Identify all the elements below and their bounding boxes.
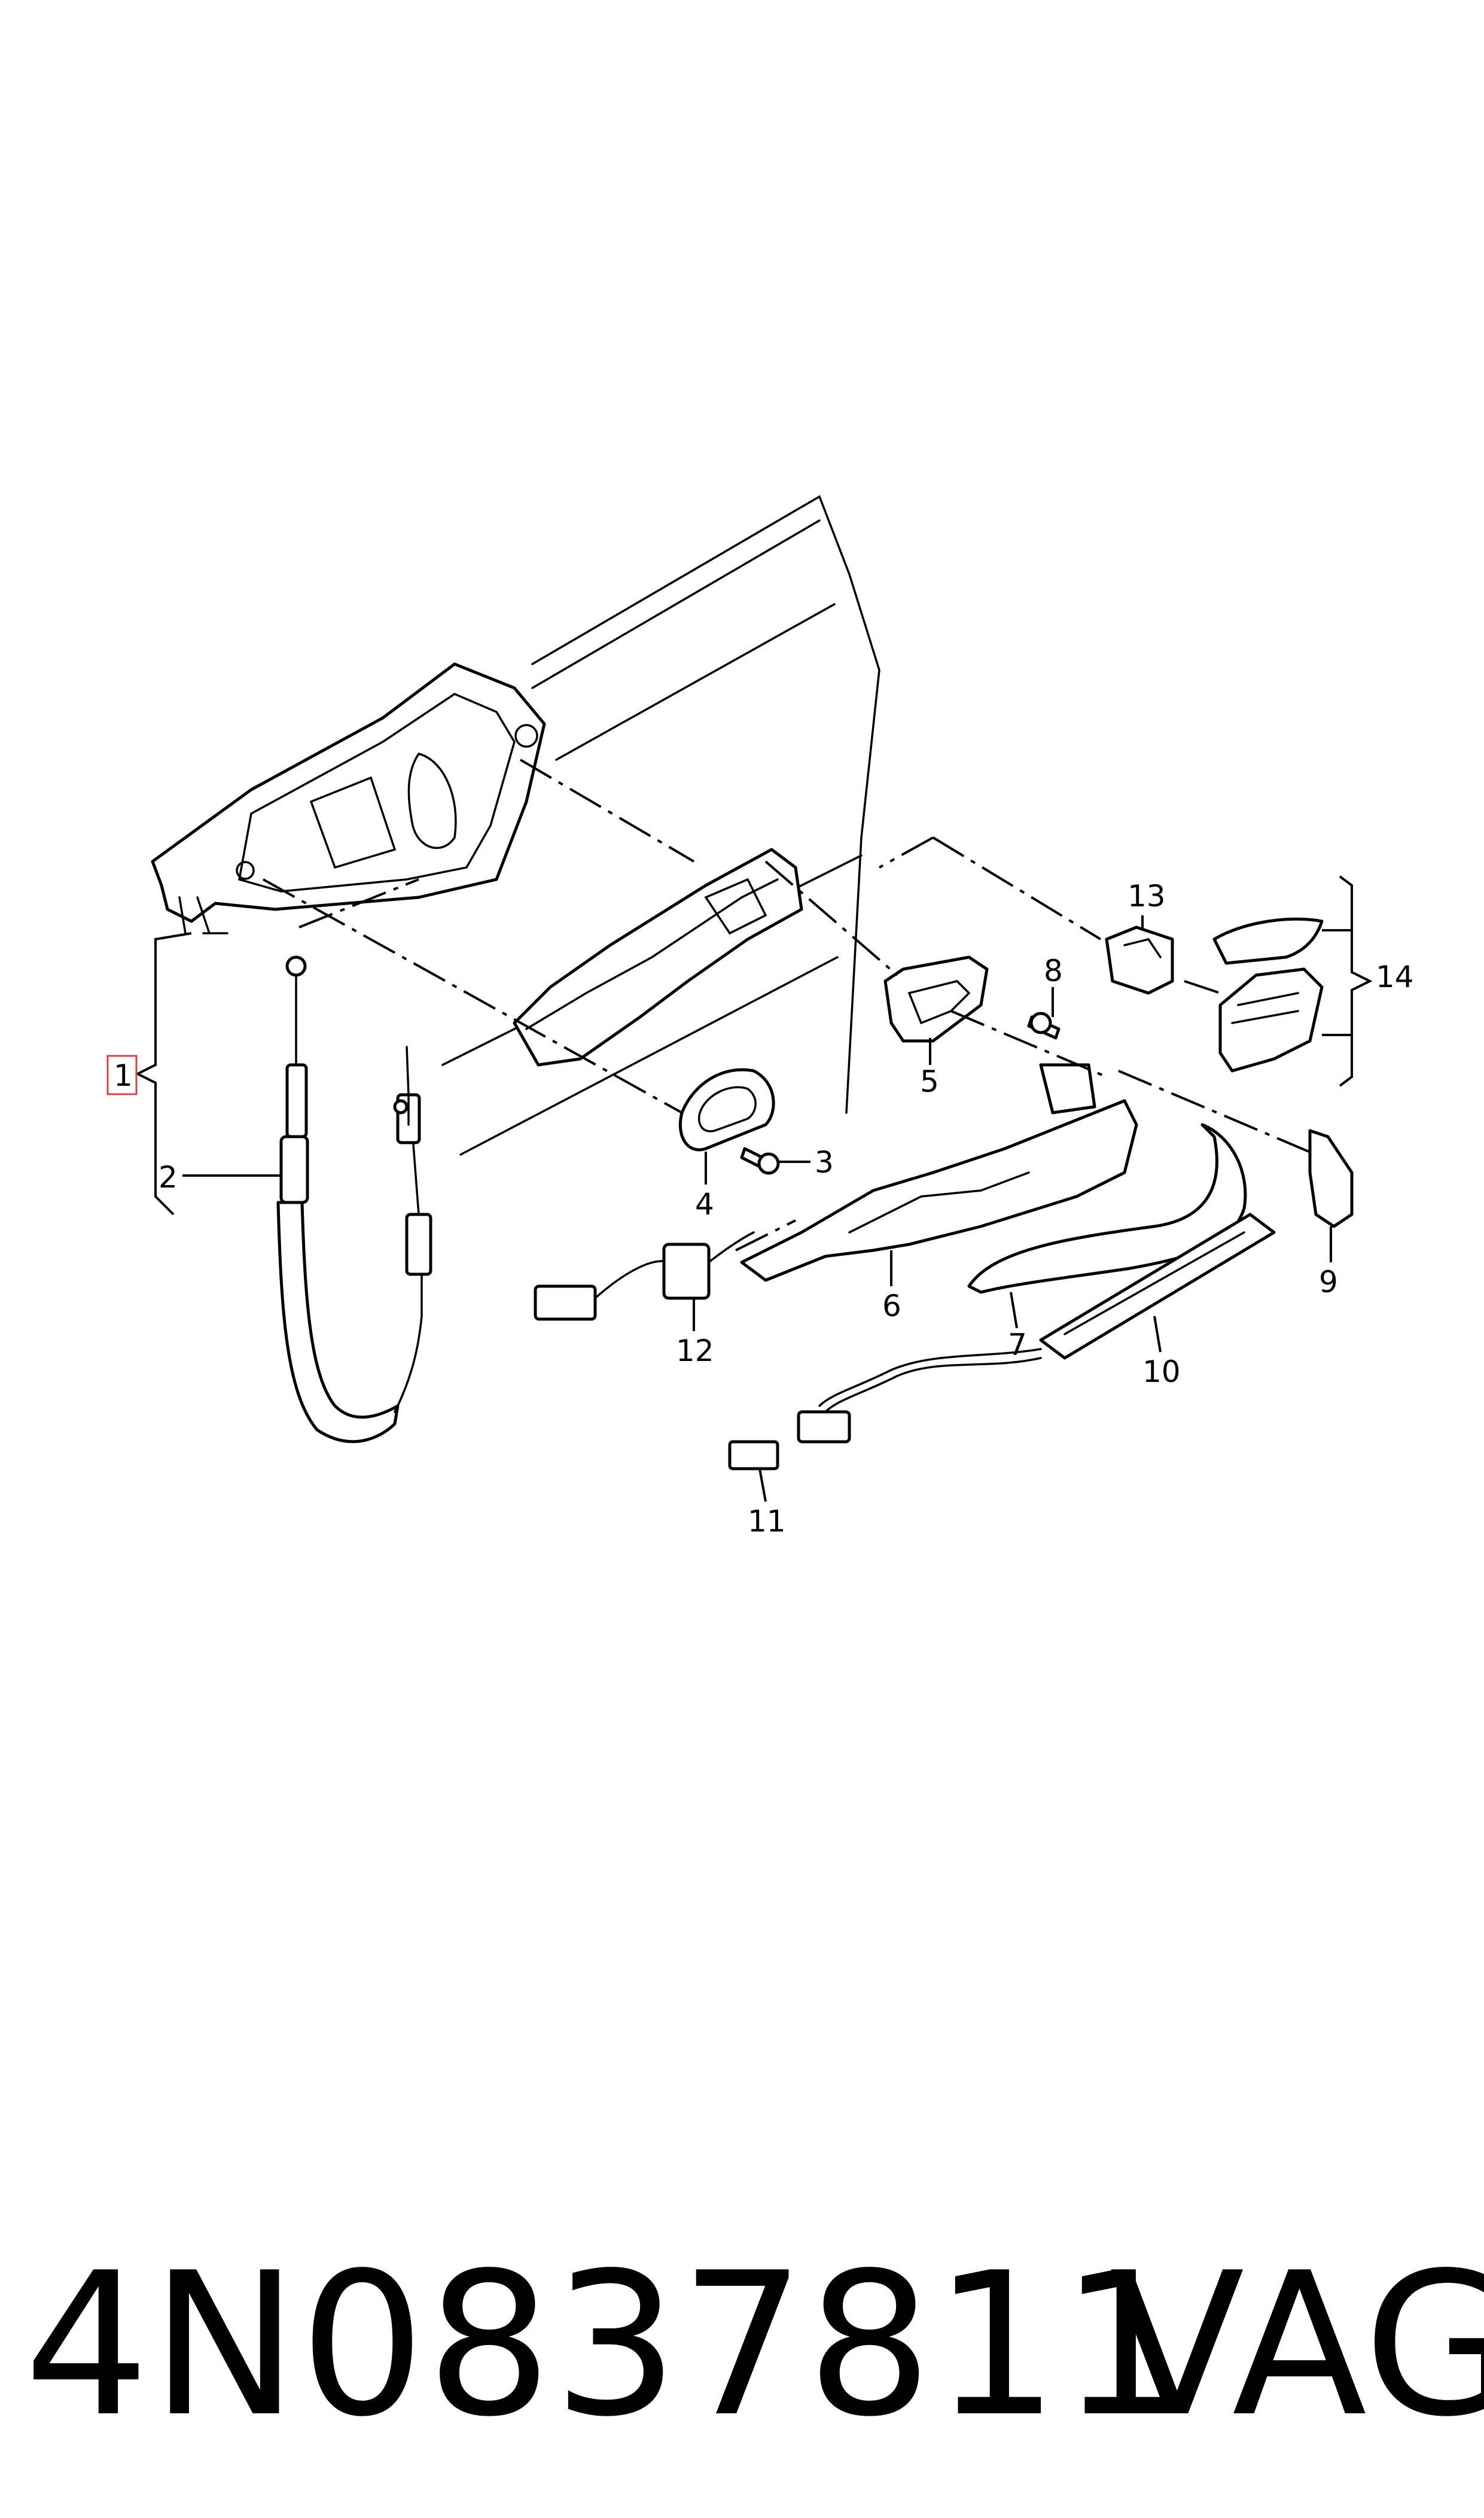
callout-9: 9 xyxy=(1319,1265,1338,1299)
brand-name: VAG xyxy=(1110,2230,1484,2460)
outer-handle-shell xyxy=(513,848,803,1067)
screw-8 xyxy=(1027,1012,1061,1040)
callout-labels: 1 2 3 4 5 6 7 8 9 10 11 12 13 14 xyxy=(106,879,1414,1539)
gasket-4 xyxy=(678,1068,775,1152)
callout-3: 3 xyxy=(815,1145,834,1180)
handle-carrier-bracket xyxy=(151,662,546,934)
callout-7: 7 xyxy=(1008,1327,1027,1362)
callout-11: 11 xyxy=(748,1504,786,1539)
leader-lines xyxy=(135,875,1373,1502)
handle-trim-7 xyxy=(967,1123,1247,1294)
callout-2: 2 xyxy=(159,1160,178,1195)
sensor-strip-10 xyxy=(818,1213,1276,1413)
callout-13: 13 xyxy=(1128,879,1166,914)
callout-6: 6 xyxy=(882,1289,901,1323)
wiring-connector-12 xyxy=(534,1231,755,1321)
callout-1: 1 xyxy=(114,1058,133,1093)
sensor-13 xyxy=(1105,925,1174,995)
bowden-cable xyxy=(276,955,432,1444)
screw-3 xyxy=(740,1147,780,1175)
callout-4: 4 xyxy=(695,1187,714,1222)
callout-10: 10 xyxy=(1142,1354,1181,1389)
callout-12: 12 xyxy=(676,1333,714,1368)
end-cap-9 xyxy=(1308,1129,1354,1228)
connector-11 xyxy=(728,1410,851,1470)
handle-lever-6 xyxy=(740,1063,1138,1282)
caps-14 xyxy=(1212,917,1324,1073)
callout-14: 14 xyxy=(1376,960,1414,994)
callout-8: 8 xyxy=(1044,954,1063,988)
gasket-5 xyxy=(883,955,989,1043)
callout-1-highlight xyxy=(106,1055,138,1095)
callout-5: 5 xyxy=(920,1064,939,1099)
part-number: 4N0837811 xyxy=(24,2230,1187,2460)
assembly-lines xyxy=(263,759,1317,1252)
